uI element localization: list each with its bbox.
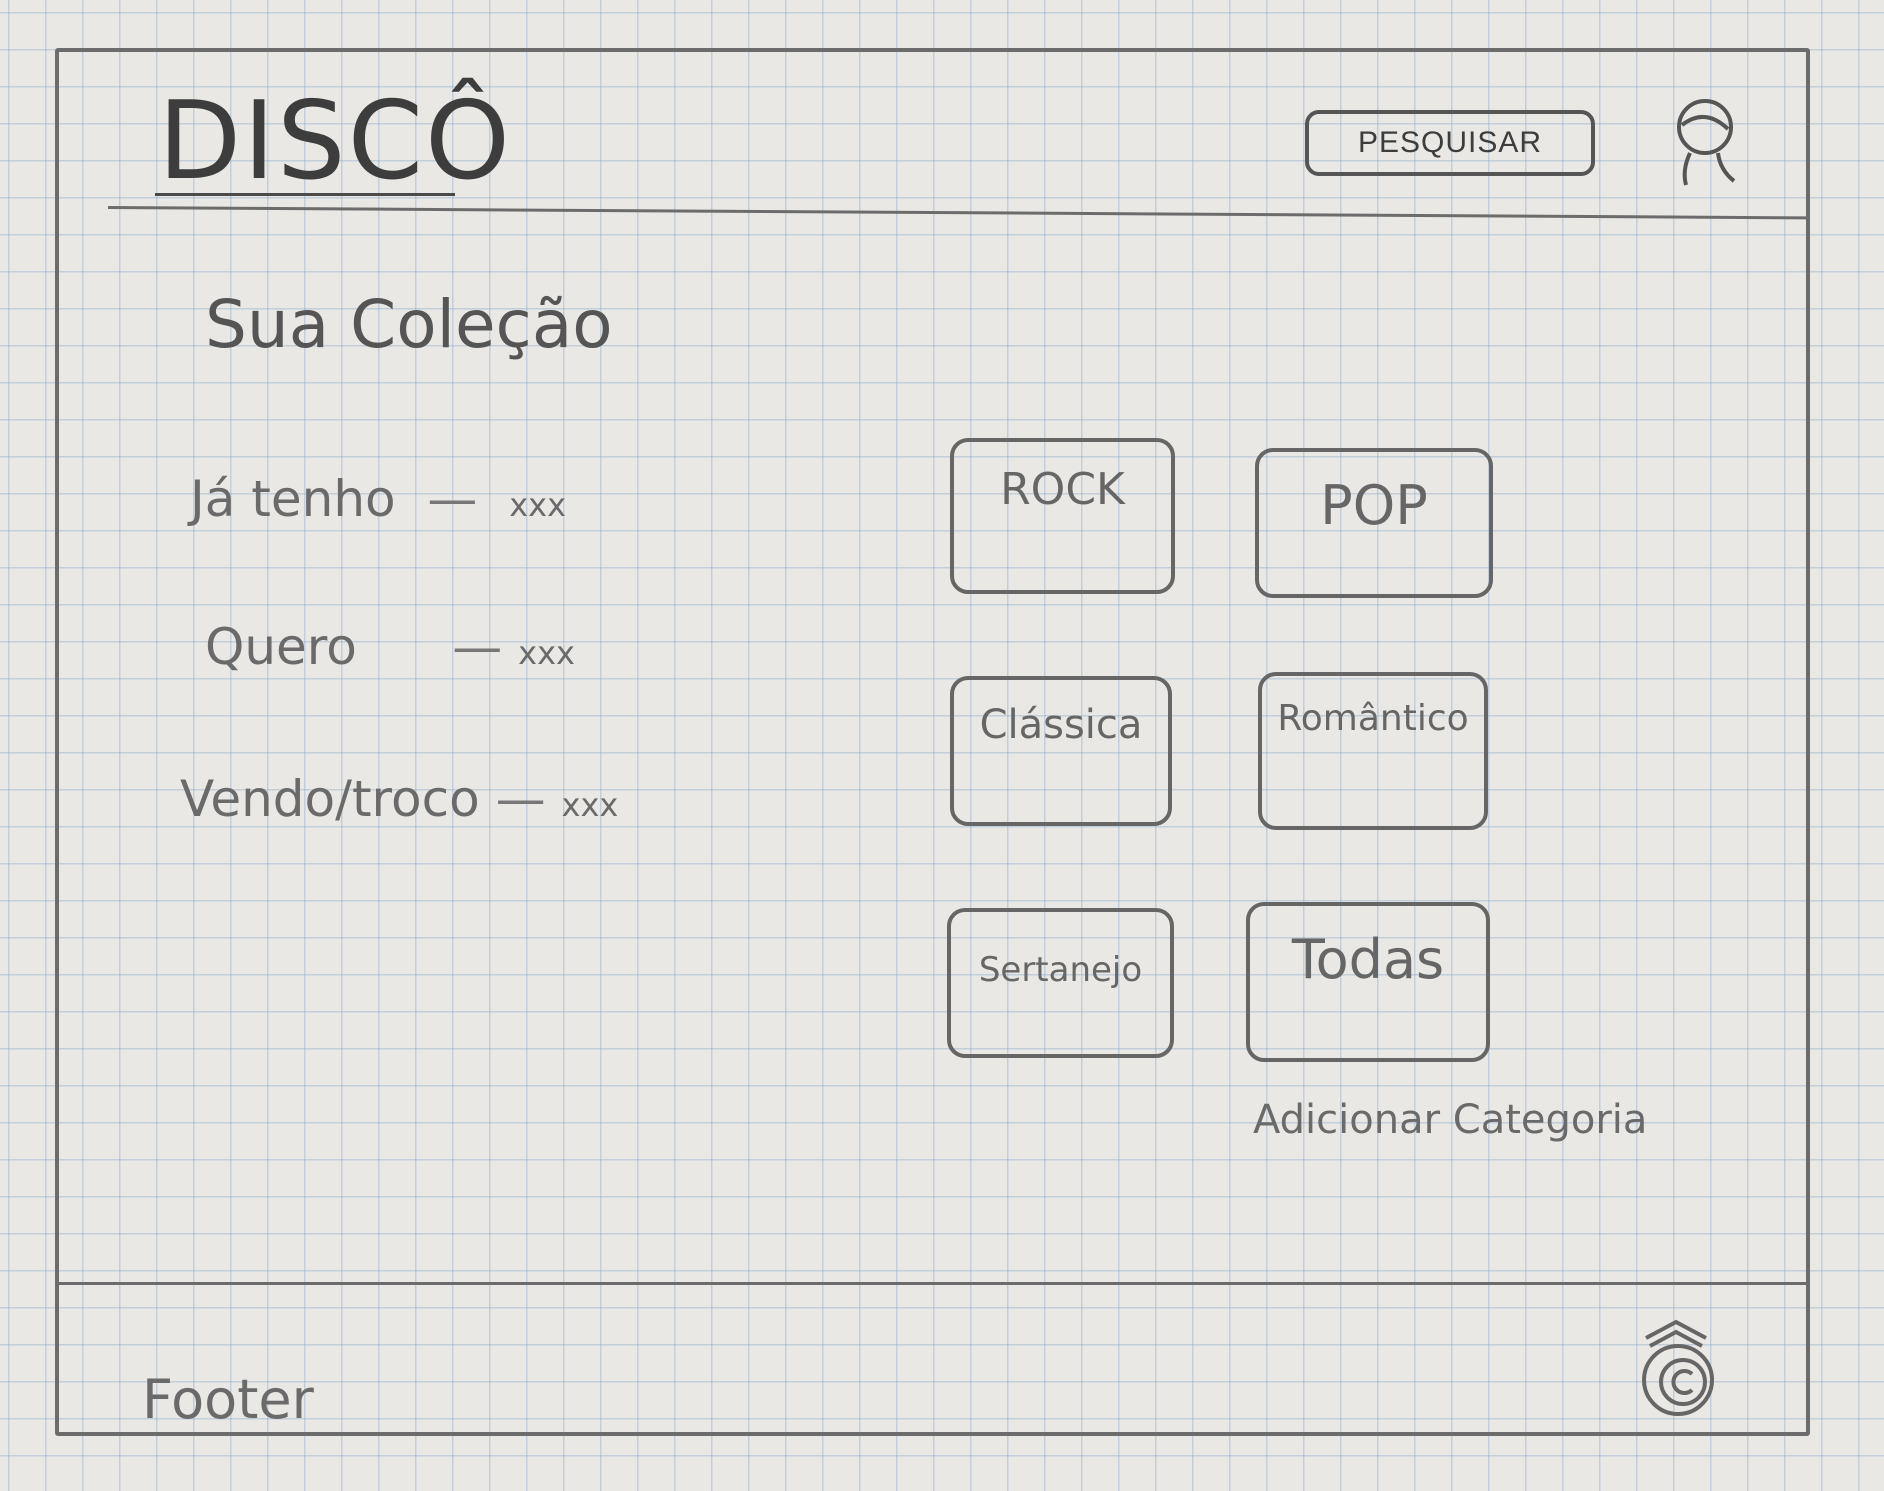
category-label: Romântico — [1277, 698, 1469, 739]
footer-divider — [58, 1282, 1810, 1285]
page-frame — [55, 48, 1810, 1436]
stat-value: xxx — [561, 786, 619, 824]
category-label: Todas — [1291, 928, 1445, 991]
stat-label: Já tenho — [190, 470, 396, 528]
category-pop[interactable]: POP — [1255, 448, 1493, 598]
stat-value: xxx — [518, 634, 575, 672]
collection-title: Sua Coleção — [205, 286, 613, 363]
category-label: Clássica — [979, 702, 1143, 748]
category-label: Sertanejo — [978, 950, 1143, 990]
stat-dash: — — [427, 470, 478, 528]
user-avatar-icon[interactable] — [1660, 95, 1750, 195]
add-category-link[interactable]: Adicionar Categoria — [1253, 1097, 1648, 1143]
stat-label: Vendo/troco — [180, 770, 480, 828]
category-sertanejo[interactable]: Sertanejo — [947, 908, 1174, 1058]
logo-underline — [155, 193, 455, 196]
category-label: ROCK — [1000, 464, 1125, 515]
stat-dash: — — [452, 618, 503, 676]
category-romantico[interactable]: Romântico — [1258, 672, 1488, 830]
category-classica[interactable]: Clássica — [950, 676, 1172, 826]
stat-dash: — — [495, 770, 546, 828]
search-button[interactable]: PESQUISAR — [1305, 110, 1595, 176]
stat-row-wanted[interactable]: Quero — xxx — [205, 618, 575, 676]
site-logo[interactable]: DISCÔ — [158, 79, 512, 204]
stat-row-selling[interactable]: Vendo/troco — xxx — [180, 770, 618, 828]
stat-label: Quero — [205, 618, 357, 676]
footer-label: Footer — [142, 1368, 314, 1431]
copyright-icon — [1642, 1319, 1714, 1416]
category-label: POP — [1320, 474, 1428, 537]
stat-row-owned[interactable]: Já tenho — xxx — [190, 470, 566, 528]
stat-value: xxx — [509, 486, 567, 524]
category-rock[interactable]: ROCK — [950, 438, 1175, 594]
category-todas[interactable]: Todas — [1246, 902, 1490, 1062]
